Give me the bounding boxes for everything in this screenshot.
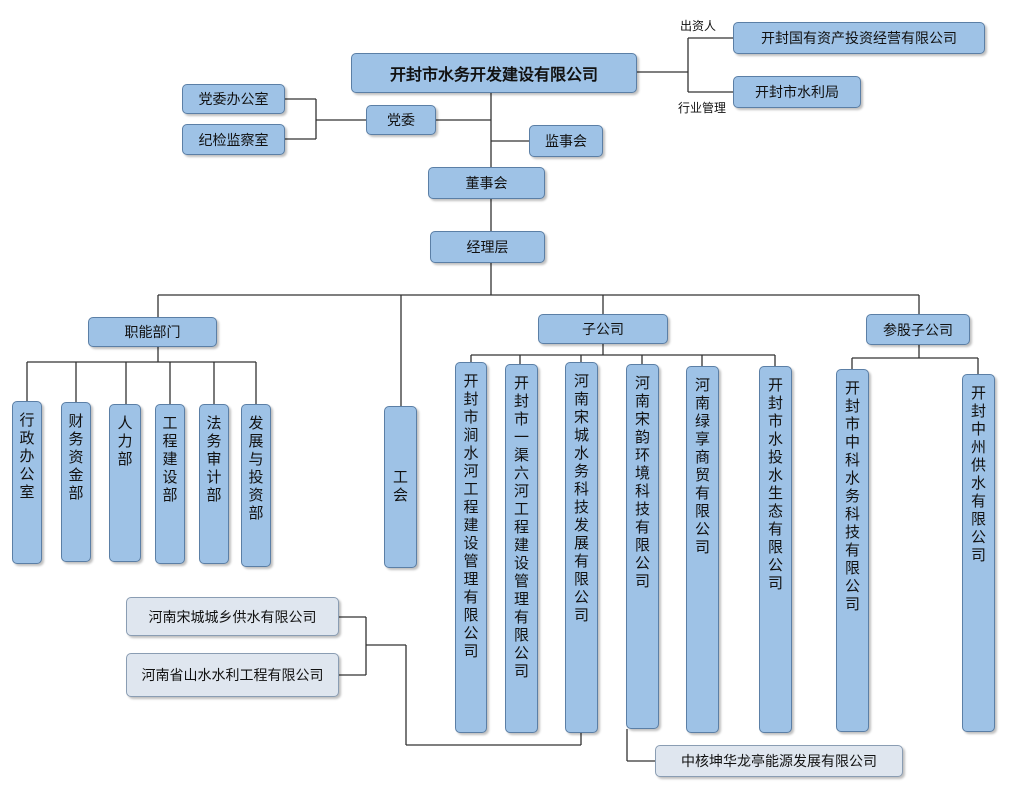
dept-engineering-label: 工程建设部 [160, 415, 179, 505]
dept-admin-office: 行政办公室 [12, 401, 42, 564]
party-office-box: 党委办公室 [182, 84, 285, 114]
dept-admin-office-label: 行政办公室 [17, 412, 36, 502]
board-box: 董事会 [428, 167, 545, 199]
subsidiary-jianshuihe-label: 开封市涧水河工程建设管理有限公司 [461, 373, 480, 661]
subsidiary-lvxiang: 河南绿享商贸有限公司 [686, 366, 719, 733]
functional-depts-box: 职能部门 [88, 317, 217, 347]
subsidiary-shuitou: 开封市水投水生态有限公司 [759, 366, 792, 733]
songcheng-water-supply-box: 河南宋城城乡供水有限公司 [126, 597, 339, 636]
subsidiary-songyun-label: 河南宋韵环境科技有限公司 [633, 375, 651, 591]
subsidiary-jianshuihe: 开封市涧水河工程建设管理有限公司 [455, 362, 487, 733]
dept-legal-audit: 法务审计部 [199, 404, 229, 564]
equity-zhongke-label: 开封市中科水务科技有限公司 [843, 380, 861, 614]
subsidiary-songcheng-label: 河南宋城水务科技发展有限公司 [572, 373, 590, 625]
party-committee-box: 党委 [366, 105, 436, 135]
industry-label: 行业管理 [678, 101, 727, 115]
subsidiary-songyun: 河南宋韵环境科技有限公司 [626, 364, 659, 729]
dept-engineering: 工程建设部 [155, 404, 185, 564]
equity-subsidiaries-box: 参股子公司 [866, 314, 970, 345]
dept-development-label: 发展与投资部 [246, 415, 265, 523]
management-box: 经理层 [430, 231, 545, 263]
investor-label: 出资人 [680, 19, 717, 33]
equity-zhongzhou-label: 开封中州供水有限公司 [969, 385, 987, 565]
supervisory-board-box: 监事会 [529, 125, 603, 157]
investor-box: 开封国有资产投资经营有限公司 [733, 22, 985, 54]
shanshui-engineering-box: 河南省山水水利工程有限公司 [126, 653, 339, 697]
equity-zhongzhou: 开封中州供水有限公司 [962, 374, 995, 732]
subsidiary-songcheng: 河南宋城水务科技发展有限公司 [565, 362, 598, 733]
zhonghe-energy-box: 中核坤华龙亭能源发展有限公司 [655, 745, 903, 777]
dept-development: 发展与投资部 [241, 404, 271, 567]
subsidiary-lvxiang-label: 河南绿享商贸有限公司 [693, 377, 711, 557]
regulator-box: 开封市水利局 [733, 76, 861, 108]
subsidiary-yiqu-liuhe-label: 开封市一渠六河工程建设管理有限公司 [512, 375, 530, 681]
dept-legal-audit-label: 法务审计部 [204, 415, 223, 505]
discipline-office-box: 纪检监察室 [182, 124, 285, 155]
dept-finance: 财务资金部 [61, 402, 91, 562]
company-title-box: 开封市水务开发建设有限公司 [351, 53, 637, 93]
subsidiary-yiqu-liuhe: 开封市一渠六河工程建设管理有限公司 [505, 364, 538, 733]
dept-hr-label: 人力部 [115, 415, 134, 469]
subsidiaries-box: 子公司 [538, 314, 668, 344]
union-box: 工会 [384, 406, 417, 568]
dept-hr: 人力部 [109, 404, 141, 562]
equity-zhongke: 开封市中科水务科技有限公司 [836, 369, 869, 732]
subsidiary-shuitou-label: 开封市水投水生态有限公司 [766, 377, 784, 593]
union-label: 工会 [391, 469, 409, 505]
dept-finance-label: 财务资金部 [66, 413, 85, 503]
